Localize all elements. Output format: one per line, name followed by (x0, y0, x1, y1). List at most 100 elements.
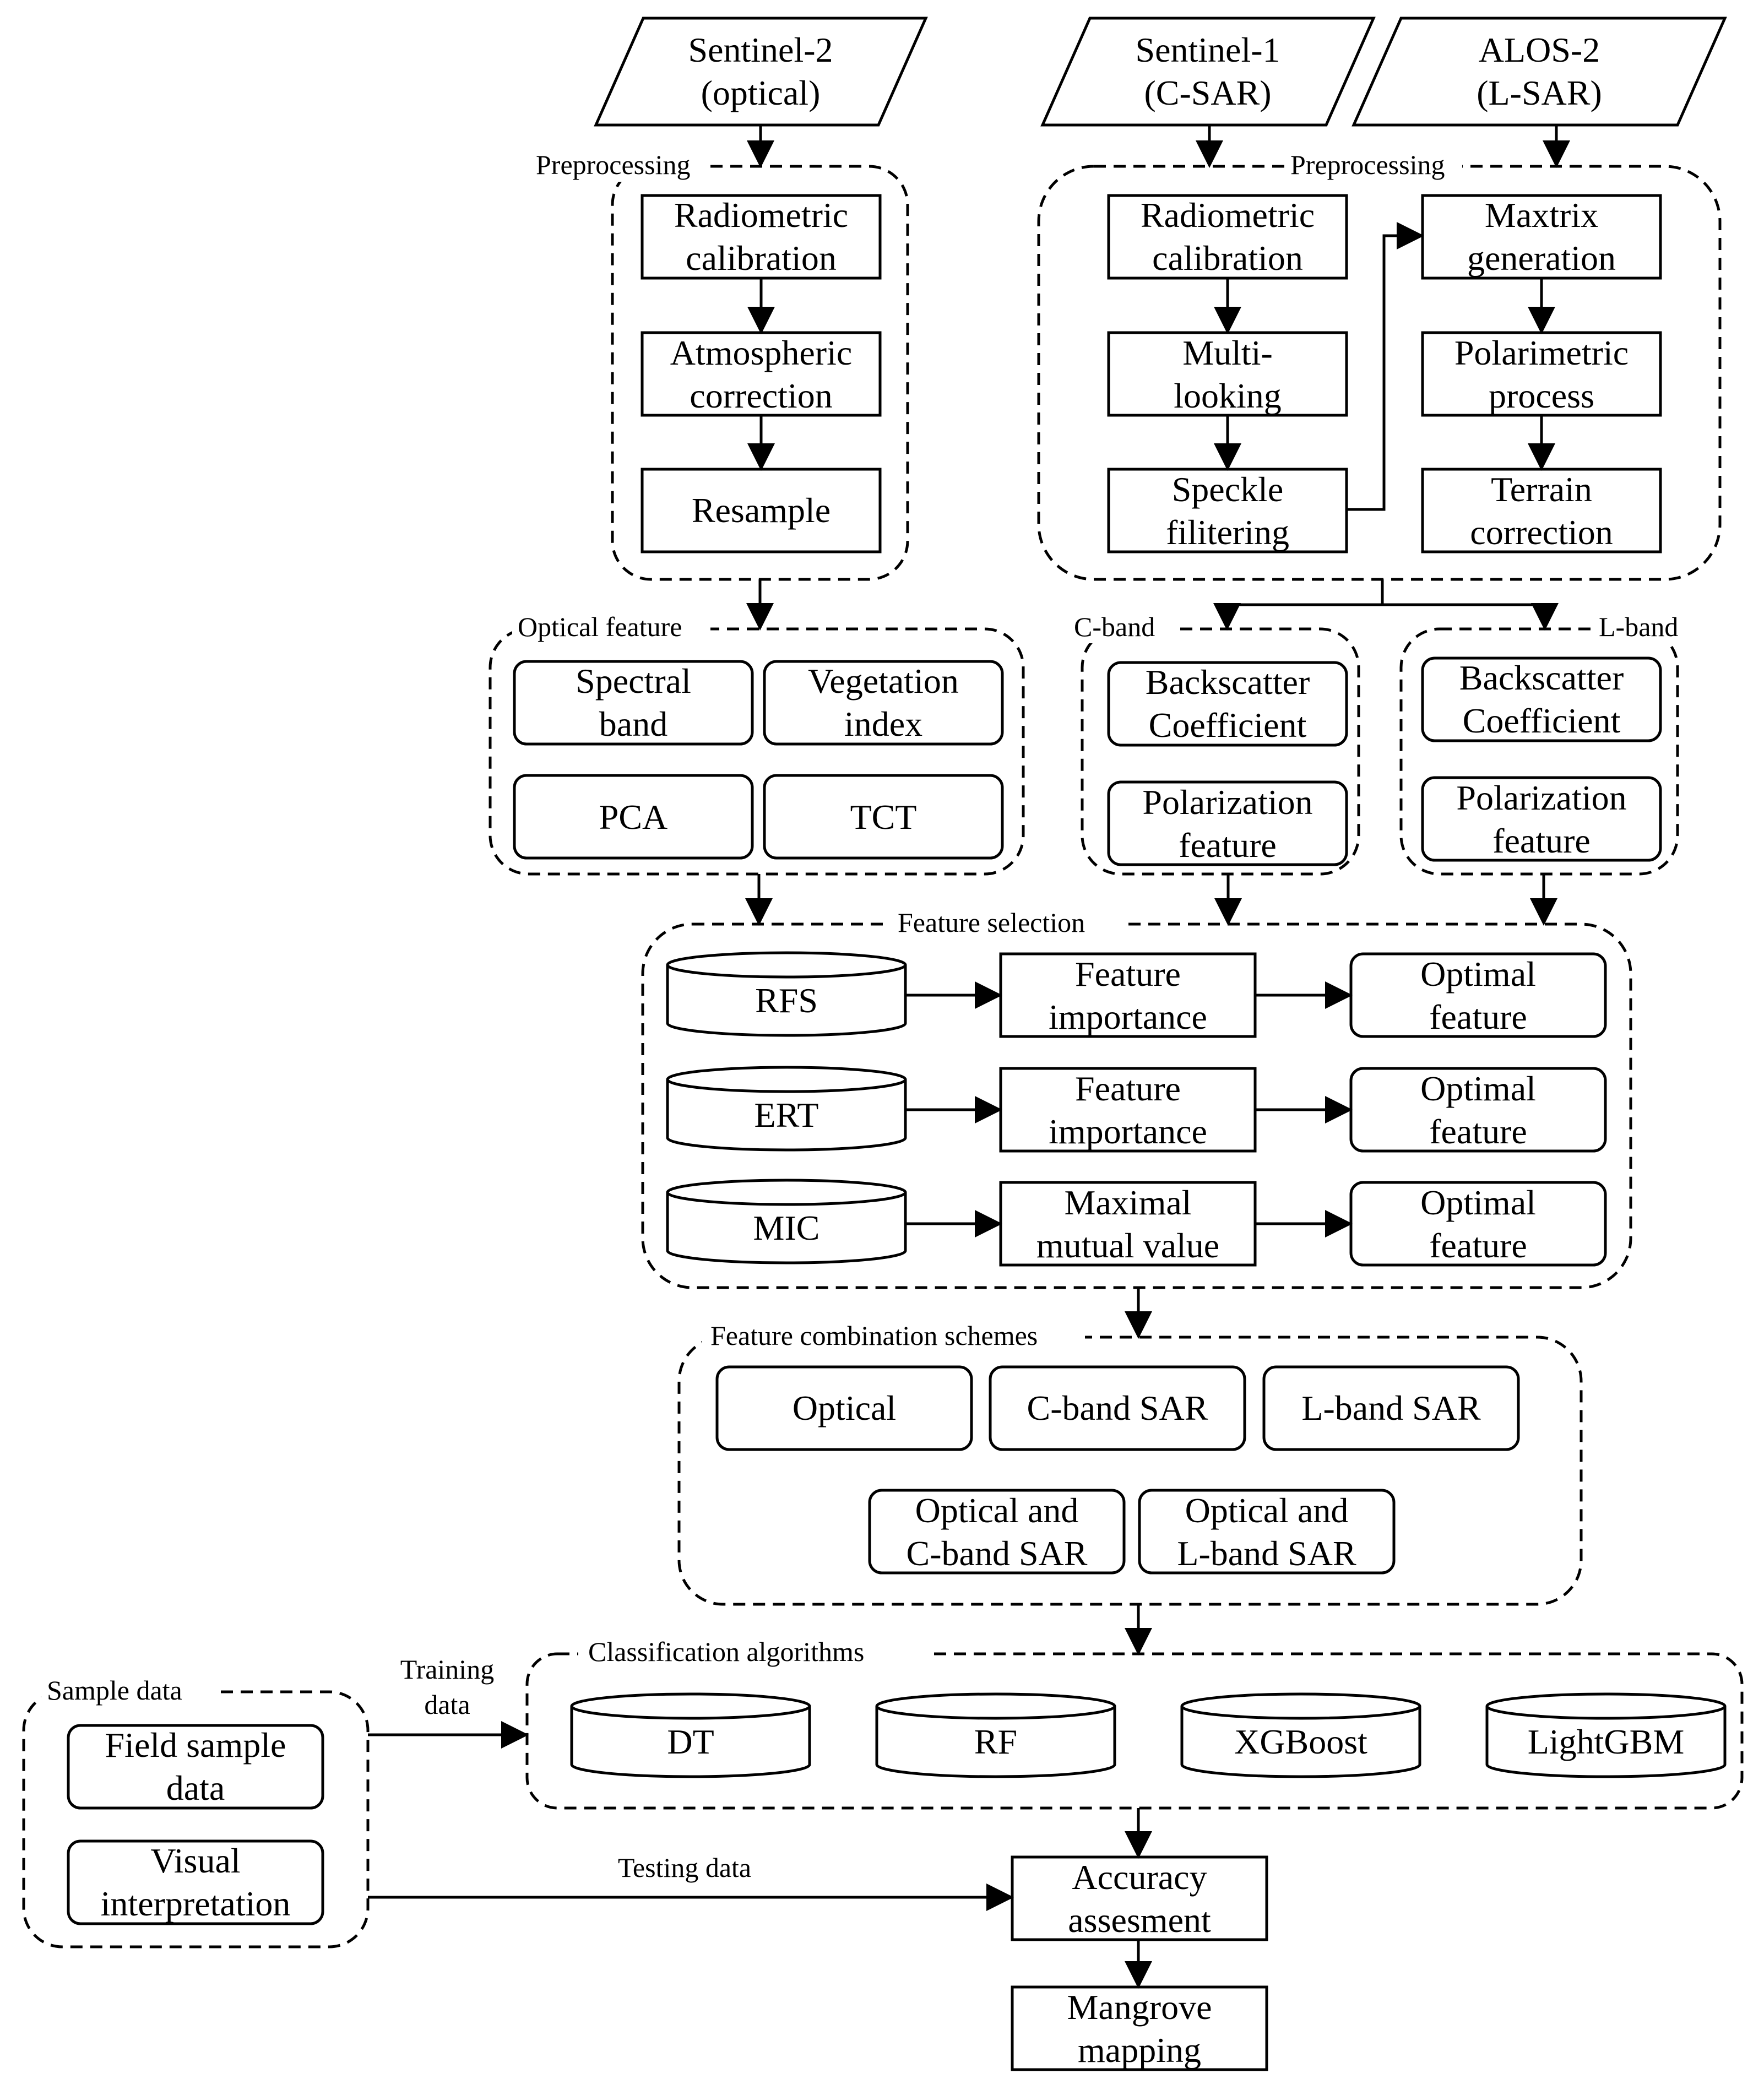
sentinel-1-title: Sentinel-1 (1135, 30, 1280, 69)
svg-text:L-band SAR: L-band SAR (1177, 1534, 1356, 1573)
svg-text:Feature: Feature (1075, 1069, 1181, 1108)
svg-text:Accuracy: Accuracy (1072, 1858, 1207, 1897)
ert-optimal-feature: Optimal feature (1349, 1067, 1607, 1153)
svg-text:index: index (844, 704, 922, 743)
rfs-method: RFS (666, 951, 907, 1037)
svg-text:generation: generation (1467, 238, 1616, 278)
resample: Resample (641, 468, 882, 553)
combination-label: Feature combination schemes (710, 1320, 1038, 1351)
svg-text:Backscatter: Backscatter (1459, 658, 1624, 697)
svg-text:Feature: Feature (1075, 954, 1181, 994)
svg-text:DT: DT (667, 1722, 714, 1761)
algorithm-rf: RF (875, 1692, 1116, 1778)
c-band-polarization: Polarization feature (1107, 780, 1348, 866)
accuracy-assessment: Accuracy assesment (1011, 1855, 1268, 1941)
svg-text:RF: RF (974, 1722, 1017, 1761)
sentinel-2-title: Sentinel-2 (688, 30, 833, 69)
sentinel-2-input: Sentinel-2 (optical) (594, 17, 928, 127)
speckle-filtering: Speckle filitering (1107, 468, 1348, 553)
svg-text:calibration: calibration (686, 238, 837, 278)
svg-text:Polarization: Polarization (1142, 783, 1312, 822)
svg-text:C-band SAR: C-band SAR (907, 1534, 1088, 1573)
svg-text:process: process (1489, 376, 1594, 415)
svg-text:L-band SAR: L-band SAR (1301, 1388, 1481, 1427)
scheme-optical-c-band-sar: Optical and C-band SAR (868, 1489, 1126, 1575)
training-data-label-line2: data (424, 1689, 470, 1720)
atmospheric-correction: Atmospheric correction (641, 331, 882, 417)
svg-text:feature: feature (1179, 826, 1277, 865)
sentinel-2-subtitle: (optical) (701, 73, 821, 112)
testing-data-label: Testing data (618, 1852, 751, 1883)
alos-2-title: ALOS-2 (1479, 30, 1600, 69)
multi-looking: Multi- looking (1107, 331, 1348, 417)
svg-text:feature: feature (1429, 997, 1527, 1036)
svg-text:Multi-: Multi- (1182, 333, 1273, 372)
svg-text:TCT: TCT (850, 797, 917, 837)
svg-text:XGBoost: XGBoost (1234, 1722, 1367, 1761)
svg-text:PCA: PCA (599, 797, 668, 837)
svg-text:band: band (599, 704, 667, 743)
svg-text:Optimal: Optimal (1420, 1183, 1536, 1222)
preprocessing-optical-label: Preprocessing (536, 149, 691, 180)
alos-2-input: ALOS-2 (L-SAR) (1352, 17, 1727, 127)
svg-text:data: data (166, 1768, 225, 1807)
feature-selection-group (641, 922, 1632, 1289)
sentinel-1-subtitle: (C-SAR) (1144, 73, 1271, 112)
connectors (368, 125, 1570, 1989)
svg-text:Speckle: Speckle (1172, 470, 1284, 509)
algorithm-xgboost: XGBoost (1180, 1692, 1421, 1778)
scheme-l-band-sar: L-band SAR (1262, 1365, 1520, 1451)
radiometric-calibration-sar: Radiometric calibration (1107, 194, 1348, 280)
svg-text:Polarization: Polarization (1456, 778, 1626, 817)
optical-feature-label: Optical feature (518, 611, 682, 642)
field-sample-data: Field sample data (67, 1724, 324, 1810)
svg-text:Optical: Optical (793, 1388, 896, 1427)
l-band-polarization: Polarization feature (1421, 776, 1662, 862)
svg-text:feature: feature (1492, 821, 1591, 860)
polarimetric-process: Polarimetric process (1421, 331, 1662, 417)
svg-text:Radiometric: Radiometric (674, 196, 848, 235)
svg-text:filitering: filitering (1166, 513, 1289, 552)
svg-text:feature: feature (1429, 1226, 1527, 1265)
svg-text:feature: feature (1429, 1112, 1527, 1151)
algorithm-dt: DT (570, 1692, 811, 1778)
svg-text:mutual value: mutual value (1036, 1226, 1219, 1265)
svg-text:Terrain: Terrain (1491, 470, 1592, 509)
rfs-optimal-feature: Optimal feature (1349, 952, 1607, 1038)
ert-method: ERT (666, 1066, 907, 1152)
arrow-sar-to-c-band (1213, 579, 1384, 631)
sentinel-1-input: Sentinel-1 (C-SAR) (1040, 17, 1376, 127)
radiometric-calibration-optical: Radiometric calibration (641, 194, 882, 280)
svg-text:interpretation: interpretation (101, 1884, 291, 1923)
svg-text:Field sample: Field sample (105, 1725, 286, 1765)
visual-interpretation: Visual interpretation (67, 1839, 324, 1925)
c-band-label: C-band (1074, 611, 1155, 642)
feature-selection-label: Feature selection (898, 907, 1085, 938)
algorithm-lightgbm: LightGBM (1485, 1692, 1727, 1778)
spectral-band: Spectral band (513, 660, 754, 746)
svg-text:Optical and: Optical and (1185, 1491, 1349, 1530)
svg-text:Maxtrix: Maxtrix (1485, 196, 1598, 235)
matrix-generation: Maxtrix generation (1421, 194, 1662, 280)
mangrove-mapping: Mangrove mapping (1011, 1985, 1268, 2071)
svg-text:assesment: assesment (1068, 1901, 1211, 1940)
l-band-backscatter: Backscatter Coefficient (1421, 656, 1662, 742)
svg-text:Visual: Visual (150, 1841, 240, 1880)
svg-text:MIC: MIC (753, 1208, 820, 1247)
c-band-backscatter: Backscatter Coefficient (1107, 661, 1348, 747)
svg-text:Vegetation: Vegetation (808, 661, 959, 701)
svg-text:Mangrove: Mangrove (1067, 1988, 1212, 2027)
svg-text:Backscatter: Backscatter (1146, 663, 1310, 702)
sample-data-group (22, 1690, 370, 1948)
mic-maximal-mutual-value: Maximal mutual value (999, 1181, 1257, 1267)
svg-text:importance: importance (1049, 1112, 1207, 1151)
mic-method: MIC (666, 1179, 907, 1264)
alos-2-subtitle: (L-SAR) (1477, 73, 1602, 112)
pca: PCA (513, 774, 754, 860)
svg-text:C-band SAR: C-band SAR (1027, 1388, 1208, 1427)
svg-text:Optimal: Optimal (1420, 954, 1536, 994)
svg-text:Coefficient: Coefficient (1463, 701, 1621, 740)
svg-text:Polarimetric: Polarimetric (1454, 333, 1629, 372)
svg-text:correction: correction (690, 376, 832, 415)
